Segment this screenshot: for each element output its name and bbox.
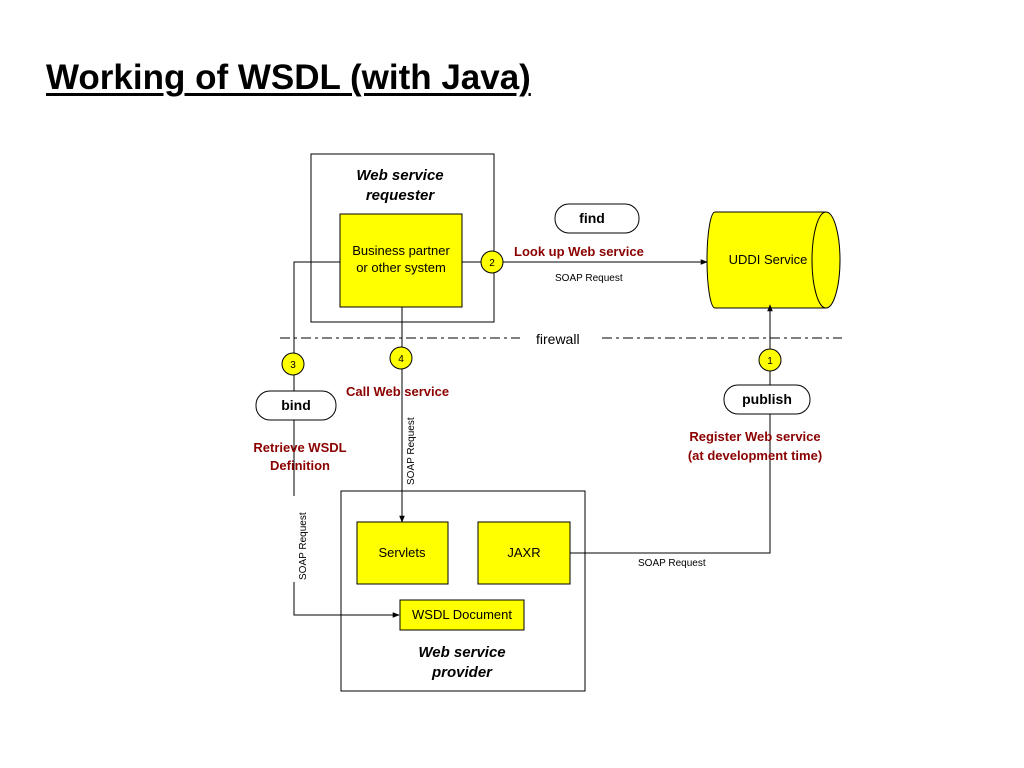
lookup-soap-label: SOAP Request <box>555 273 623 284</box>
slide-title: Working of WSDL (with Java) <box>46 58 531 97</box>
step-4-number: 4 <box>398 354 404 365</box>
step-4-badge <box>389 346 413 370</box>
bind-pill-label: bind <box>281 397 311 413</box>
business-partner-line1: Business partner <box>352 243 450 258</box>
retrieve-label-line2: Definition <box>270 458 330 473</box>
step-3-number: 3 <box>290 360 296 371</box>
bind-arrow <box>293 261 400 618</box>
publish-pill-label: publish <box>742 391 792 407</box>
step-2-number: 2 <box>489 258 495 269</box>
jaxr-box <box>477 521 571 585</box>
jaxr-label: JAXR <box>507 545 540 560</box>
business-partner-box <box>339 213 463 308</box>
step-1-badge <box>758 348 782 372</box>
bind-soap-label: SOAP Request <box>298 512 309 580</box>
business-partner-line2: or other system <box>356 260 446 275</box>
step-1-number: 1 <box>767 356 773 367</box>
uddi-cylinder-rim <box>811 211 827 309</box>
call-label: Call Web service <box>346 384 449 399</box>
requester-heading-line2: requester <box>366 187 436 204</box>
step-3-badge <box>281 352 305 376</box>
lookup-label: Look up Web service <box>514 244 644 259</box>
register-label-line2: (at development time) <box>688 448 822 463</box>
register-label-line1: Register Web service <box>689 429 820 444</box>
publish-soap-label: SOAP Request <box>638 558 706 569</box>
provider-frame <box>340 490 586 692</box>
bind-pill <box>255 390 337 421</box>
provider-heading-line2: provider <box>431 664 493 681</box>
servlets-box <box>356 521 449 585</box>
requester-heading-line1: Web service <box>356 167 443 184</box>
firewall-label: firewall <box>536 331 580 347</box>
publish-pill <box>723 384 811 415</box>
wsdl-document-box <box>399 599 525 631</box>
retrieve-label-line1: Retrieve WSDL <box>253 440 346 455</box>
uddi-service-label: UDDI Service <box>729 252 808 267</box>
provider-heading-line1: Web service <box>418 644 505 661</box>
find-pill-label: find <box>579 210 605 226</box>
find-pill <box>554 203 640 234</box>
servlets-label: Servlets <box>379 545 426 560</box>
step-2-badge <box>480 250 504 274</box>
bind-soap-bg <box>289 496 301 582</box>
call-soap-label: SOAP Request <box>406 417 417 485</box>
wsdl-document-label: WSDL Document <box>412 607 512 622</box>
